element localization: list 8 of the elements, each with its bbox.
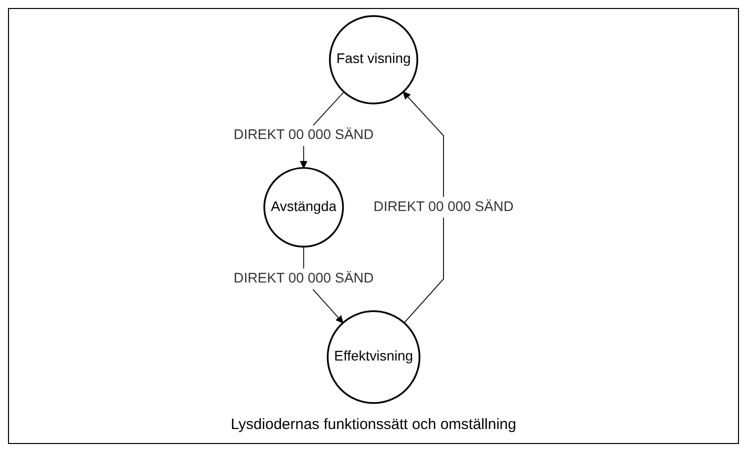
caption: Lysdiodernas funktionssätt och omställning (230, 416, 516, 433)
edge-label: DIREKT 00 000 SÄND (234, 128, 374, 143)
node-circle: Avstängda (263, 167, 344, 248)
edge-label: DIREKT 00 000 SÄND (234, 271, 374, 286)
node-circle: Effektvisning (326, 310, 420, 404)
edge-label: DIREKT 00 000 SÄND (373, 199, 514, 214)
node-circle: Fast visning (328, 15, 418, 104)
arrow (402, 92, 444, 324)
